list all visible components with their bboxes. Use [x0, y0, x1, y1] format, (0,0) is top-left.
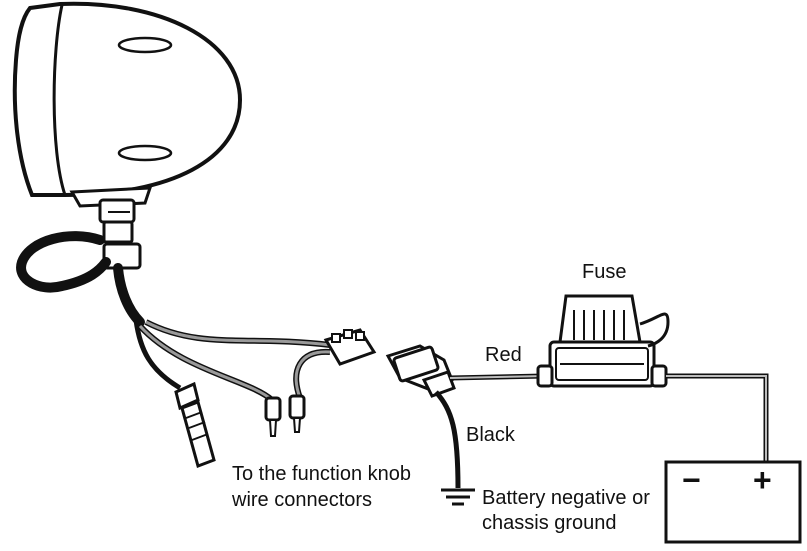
black-wire-label: Black — [466, 424, 515, 446]
battery-plus-label: + — [753, 462, 772, 498]
gray-wire-3-inner — [294, 350, 331, 399]
black-wire-to-jack — [133, 319, 182, 391]
gray-wire-2-inner — [145, 320, 331, 347]
ground-label-line2: chassis ground — [482, 512, 617, 534]
spade-terminal-right — [288, 394, 306, 433]
battery — [664, 460, 802, 544]
plug-connector-male — [323, 328, 377, 366]
socket-connector-female — [385, 344, 456, 398]
red-wire-inner — [449, 375, 546, 379]
red-wire-label: Red — [485, 344, 522, 366]
ground-symbol — [441, 488, 475, 506]
function-knob-label-line2: wire connectors — [232, 489, 373, 511]
spade-terminal-left — [264, 396, 282, 437]
gray-wire-3 — [293, 348, 331, 400]
fuse-label: Fuse — [582, 261, 627, 283]
handlebar-clamp — [16, 231, 111, 293]
housing-highlight-bottom — [117, 144, 173, 162]
battery-minus-label: − — [682, 462, 701, 498]
ground-label-line1: Battery negative or — [482, 487, 650, 509]
housing-highlight-top — [117, 36, 173, 54]
black-wire-to-ground — [434, 390, 461, 489]
function-knob-label-line1: To the function knob — [232, 463, 412, 485]
main-cable — [113, 263, 145, 327]
fuse-holder — [536, 294, 670, 388]
fuse-to-battery-wire — [666, 373, 769, 462]
gray-wire-1-inner — [138, 324, 274, 402]
fuse-to-battery-wire-inner — [666, 375, 767, 462]
mount-bolt — [98, 198, 142, 270]
audio-jack-connector — [174, 381, 216, 468]
speaker-housing — [12, 1, 243, 208]
